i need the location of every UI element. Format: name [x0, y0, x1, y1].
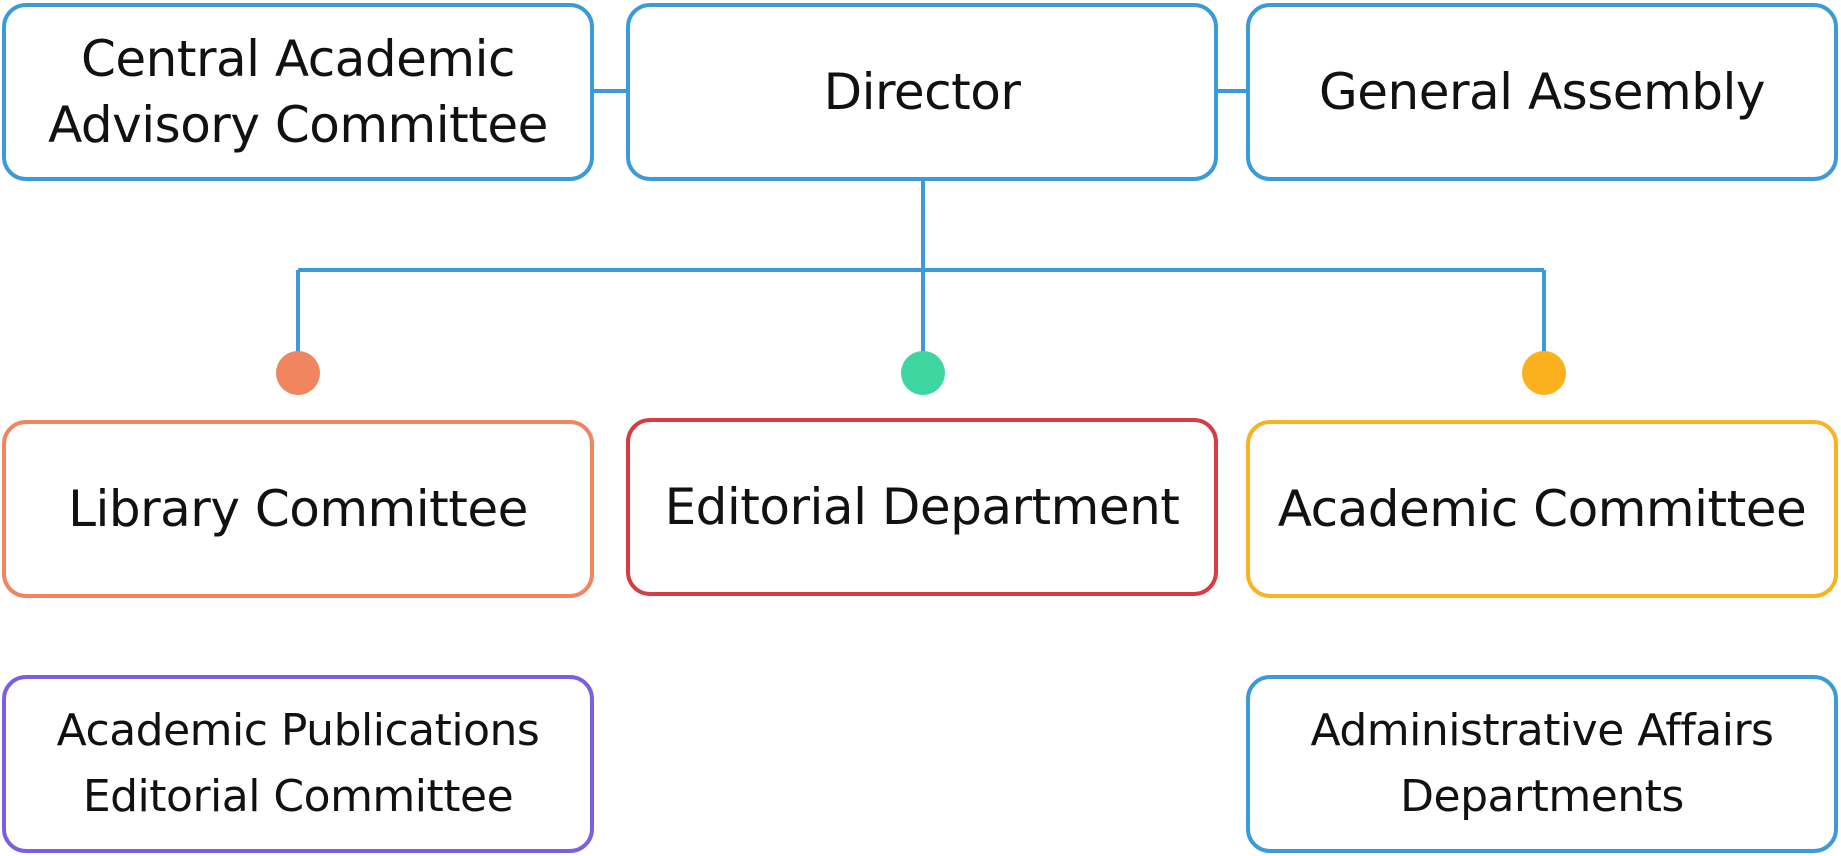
administrative-affairs-departments-box: Administrative Affairs Departments — [1246, 675, 1838, 853]
academic-committee-label: Academic Committee — [1277, 480, 1807, 538]
academic-committee-box: Academic Committee — [1246, 420, 1838, 598]
library-committee-box: Library Committee — [2, 420, 594, 598]
library-dot — [276, 351, 320, 395]
director-box: Director — [626, 3, 1218, 181]
director-label: Director — [823, 63, 1021, 121]
academic-publications-editorial-committee-label: Academic Publications Editorial Committe… — [56, 705, 540, 822]
general-assembly-box: General Assembly — [1246, 3, 1838, 181]
administrative-affairs-departments-label: Administrative Affairs Departments — [1310, 705, 1774, 822]
academic-publications-editorial-committee-box: Academic Publications Editorial Committe… — [2, 675, 594, 853]
editorial-dot — [901, 351, 945, 395]
central-academic-advisory-committee-box: Central Academic Advisory Committee — [2, 3, 594, 181]
editorial-department-box: Editorial Department — [626, 418, 1218, 596]
central-academic-advisory-committee-label: Central Academic Advisory Committee — [48, 30, 548, 154]
editorial-department-label: Editorial Department — [664, 478, 1180, 536]
academic-dot — [1522, 351, 1566, 395]
library-committee-label: Library Committee — [68, 480, 528, 538]
general-assembly-label: General Assembly — [1319, 63, 1765, 121]
